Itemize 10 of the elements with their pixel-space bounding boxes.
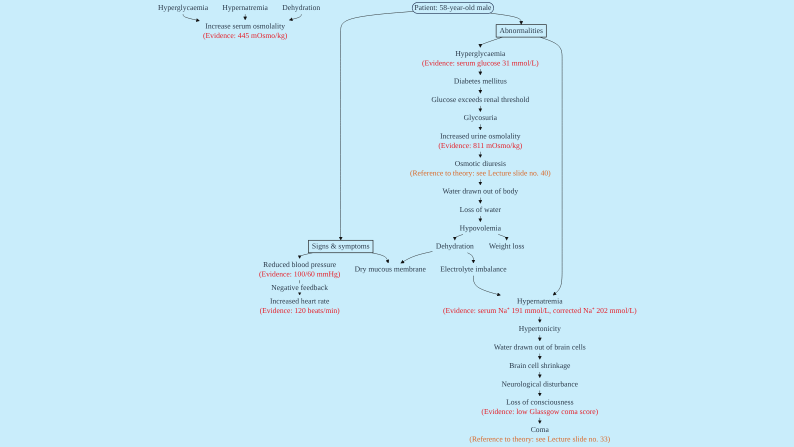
arrow [478,124,482,130]
arrow [538,418,542,424]
arrow [478,106,482,112]
arrow [538,335,542,342]
arrow [538,372,542,378]
arrow [478,68,482,76]
arrow [478,152,482,158]
arrow [538,390,542,396]
arrow [538,316,542,323]
arrow [478,179,482,186]
